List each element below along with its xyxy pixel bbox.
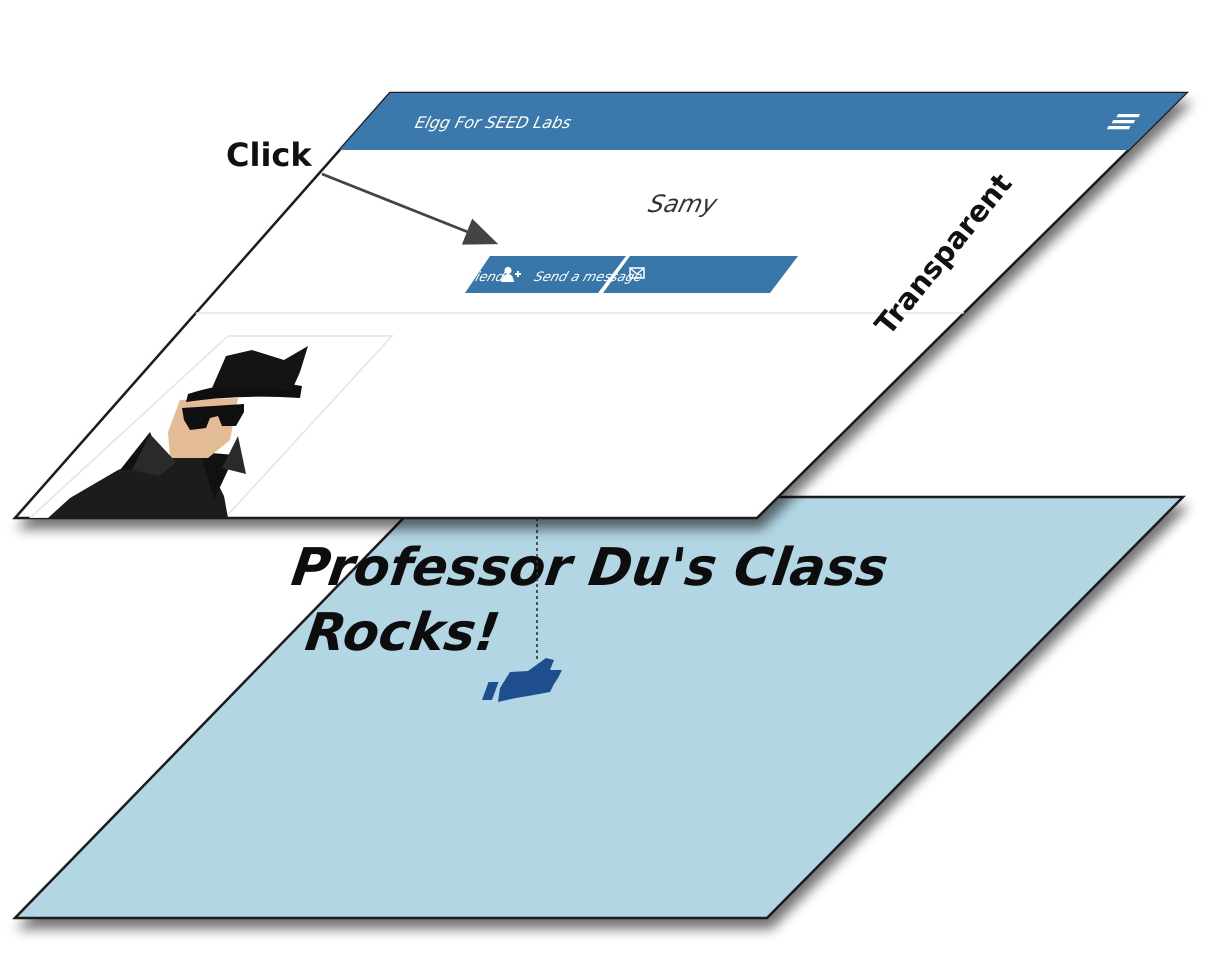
click-annotation: Click (226, 136, 312, 174)
add-user-icon (501, 266, 521, 282)
bottom-layer: Professor Du's Class Rocks! (12, 495, 1186, 920)
bottom-layer-headline-line1: Professor Du's Class (288, 538, 892, 598)
click-arrow (321, 172, 499, 245)
spy-avatar-icon (48, 346, 308, 518)
bottom-layer-headline-line2: Rocks! (302, 603, 504, 663)
thumbs-up-icon[interactable] (481, 658, 562, 702)
add-friend-button[interactable]: Add friend (433, 256, 626, 293)
send-message-button[interactable]: Send a message (532, 256, 798, 293)
site-header (15, 93, 1186, 150)
top-layer: Elgg For SEED Labs Samy Add friend (12, 91, 1190, 520)
hamburger-menu-icon[interactable] (1106, 114, 1140, 130)
add-friend-label: Add friend (433, 270, 507, 285)
envelope-icon (629, 267, 645, 279)
site-title[interactable]: Elgg For SEED Labs (413, 113, 574, 132)
send-message-label: Send a message (532, 270, 644, 285)
bottom-layer-panel (12, 495, 1186, 920)
profile-name: Samy (646, 189, 721, 218)
